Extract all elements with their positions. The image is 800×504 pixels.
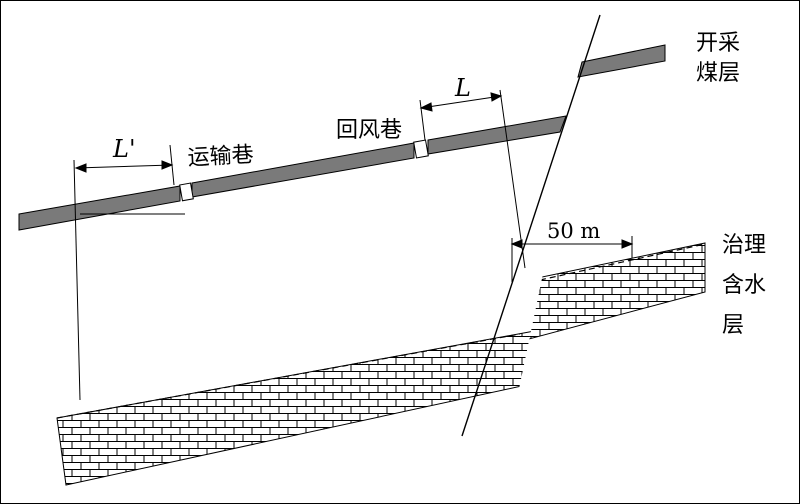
fault-line (461, 14, 601, 437)
aquifer-label-3: 层 (722, 313, 744, 338)
mined-seam-label-2: 煤层 (696, 61, 740, 86)
length-L-label: L (454, 74, 471, 102)
coal-seam (18, 44, 666, 231)
haulage-roadway-label: 运输巷 (187, 143, 254, 171)
return-air-roadway-label: 回风巷 (336, 118, 402, 143)
aquifer-layer-left (56, 329, 541, 486)
haulage-roadway-opening (179, 182, 194, 202)
mined-seam-label-1: 开采 (696, 31, 740, 56)
distance-50m-label: 50 m (547, 219, 600, 243)
return-roadway-opening (413, 139, 429, 159)
length-L-prime-label: L' (112, 135, 136, 163)
dimension-lines (73, 89, 634, 401)
aquifer-label-1: 治理 (722, 233, 766, 258)
aquifer-label-2: 含水 (722, 273, 766, 298)
